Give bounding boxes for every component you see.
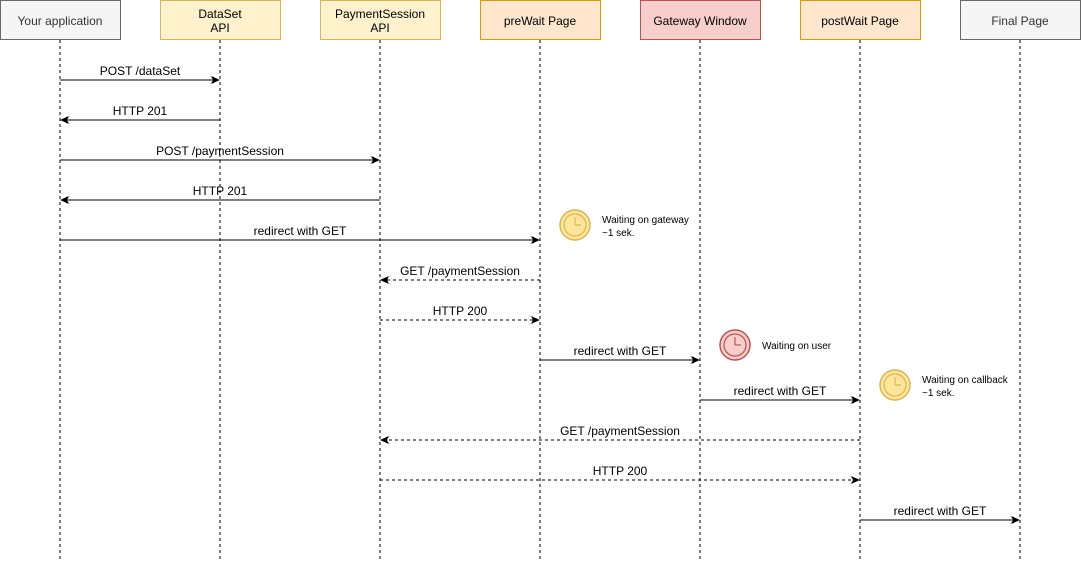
message-m11: HTTP 200: [380, 464, 860, 484]
message-m6: GET /paymentSession: [380, 264, 540, 284]
clock-icon: [559, 209, 591, 241]
participant-label: API: [210, 21, 229, 35]
note-n1: Waiting on gateway ~1 sek.: [559, 209, 689, 241]
participant-prewait: preWait Page: [480, 0, 601, 40]
message-m3: POST /paymentSession: [60, 144, 380, 164]
message-m12: redirect with GET: [860, 504, 1020, 524]
message-m9: redirect with GET: [700, 384, 860, 404]
message-label: HTTP 200: [433, 304, 488, 318]
participant-box: [480, 0, 601, 40]
participant-label: Final Page: [991, 14, 1049, 28]
note-n2: Waiting on user: [719, 329, 832, 361]
message-label: POST /paymentSession: [156, 144, 284, 158]
participant-label: Your application: [18, 14, 103, 28]
note-n3: Waiting on callback ~1 sek.: [879, 369, 1009, 401]
participant-box: [960, 0, 1081, 40]
participant-label: DataSet: [198, 7, 242, 21]
message-m10: GET /paymentSession: [380, 424, 860, 444]
participant-box: [160, 0, 281, 40]
note-text: ~1 sek.: [602, 228, 635, 239]
message-m1: POST /dataSet: [60, 64, 220, 84]
message-label: HTTP 201: [113, 104, 168, 118]
note-text: ~1 sek.: [922, 388, 955, 399]
message-m7: HTTP 200: [380, 304, 540, 324]
message-m4: HTTP 201: [60, 184, 380, 204]
participant-label: PaymentSession: [335, 7, 425, 21]
message-label: HTTP 200: [593, 464, 648, 478]
clock-icon: [879, 369, 911, 401]
participant-app: Your application: [0, 0, 121, 40]
participant-box: [800, 0, 921, 40]
note-text: Waiting on gateway: [602, 215, 689, 226]
participant-label: preWait Page: [504, 14, 577, 28]
message-label: redirect with GET: [894, 504, 987, 518]
note-text: Waiting on callback: [922, 375, 1009, 386]
participant-box: [320, 0, 441, 40]
participant-label: API: [370, 21, 389, 35]
message-label: redirect with GET: [734, 384, 827, 398]
participant-box: [0, 0, 121, 40]
message-label: POST /dataSet: [100, 64, 181, 78]
participant-gateway: Gateway Window: [640, 0, 761, 40]
message-label: redirect with GET: [254, 224, 347, 238]
participant-box: [640, 0, 761, 40]
message-m2: HTTP 201: [60, 104, 220, 124]
note-text: Waiting on user: [762, 341, 832, 352]
message-label: redirect with GET: [574, 344, 667, 358]
participant-label: postWait Page: [821, 14, 899, 28]
message-m8: redirect with GET: [540, 344, 700, 364]
clock-icon: [719, 329, 751, 361]
participant-final: Final Page: [960, 0, 1081, 40]
participant-label: Gateway Window: [653, 14, 747, 28]
message-label: GET /paymentSession: [560, 424, 680, 438]
participant-postwait: postWait Page: [800, 0, 921, 40]
message-label: HTTP 201: [193, 184, 248, 198]
message-m5: redirect with GET: [60, 224, 540, 244]
message-label: GET /paymentSession: [400, 264, 520, 278]
